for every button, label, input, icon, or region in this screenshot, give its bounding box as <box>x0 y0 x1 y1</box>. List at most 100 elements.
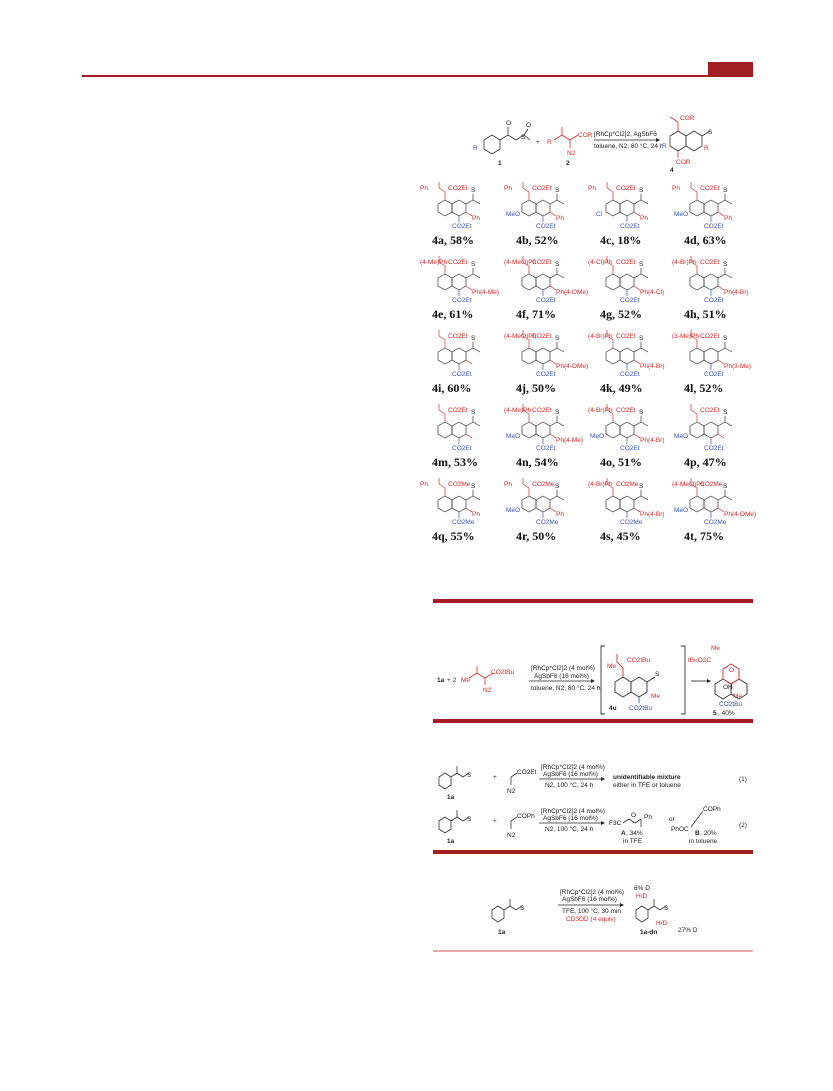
product-caption: 4k, 49% <box>600 381 643 395</box>
reagent-2-structure <box>553 127 579 148</box>
control-eq2-number: (2) <box>739 822 747 829</box>
scheme-4u-start: 1a <box>437 677 445 684</box>
control-eq1-reagent: CO2Et <box>517 769 537 776</box>
control-eq2-cond-2: AgSbF6 (16 mol%) <box>543 815 598 822</box>
deut-cond-2: AgSbF6 (16 mol%) <box>562 896 617 903</box>
control-eq2-cond-3: N2, 100 °C, 24 h <box>545 825 594 833</box>
product-caption: 4m, 53% <box>432 455 478 469</box>
product-aryl: Ph <box>556 511 564 518</box>
scheme-divider-3 <box>433 850 753 854</box>
product-caption: 4r, 50% <box>516 529 556 543</box>
product-caption: 4f, 71% <box>516 307 556 321</box>
product-s: S <box>471 335 476 342</box>
svg-text:S: S <box>520 905 525 912</box>
product-caption: 4h, 51% <box>684 307 727 321</box>
product-s: S <box>639 409 644 416</box>
product-aryl: Ph(4-OMe) <box>556 289 588 296</box>
product-ester-bottom: CO2Et <box>620 223 640 230</box>
product-4-label: 4 <box>670 167 674 174</box>
header-rule <box>82 75 753 77</box>
plus-sign: + <box>536 139 540 146</box>
product-ester: CO2Et <box>448 259 468 266</box>
control-eq2-prodB-phoc: PhOC <box>671 826 689 833</box>
product-sub-left: Ph <box>588 185 596 192</box>
control-eq2-prodA-ph: Ph <box>644 814 652 821</box>
product-s: S <box>723 335 728 342</box>
header-page-tab <box>708 62 753 76</box>
reagent-1-label: 1 <box>498 160 502 167</box>
product-caption: 4c, 18% <box>600 233 641 247</box>
control-eq1-cond-3: N2, 100 °C, 24 h <box>545 781 594 789</box>
scheme-4u-int-ester-top: CO2tBu <box>627 657 651 664</box>
product-aryl: Ph(4-OMe) <box>724 511 756 518</box>
svg-text:S: S <box>467 772 472 779</box>
product-caption: 4n, 54% <box>516 455 559 469</box>
control-eq2-prodB-yield: , 20% <box>700 830 717 837</box>
scheme-4u-int-label: 4u <box>609 705 617 712</box>
product-aryl: Ph(4-Me) <box>472 289 499 296</box>
reagent-2-label: 2 <box>566 160 570 167</box>
product-s: S <box>723 187 728 194</box>
product-cl: Cl <box>596 211 603 218</box>
scheme-4u-int-s: S <box>655 671 660 678</box>
product-aryl: Ph(4-Br) <box>640 437 665 444</box>
product-sub-left: (3-Me)Ph <box>672 333 699 340</box>
control-eq2-prodA-label: A <box>621 830 626 837</box>
scheme-4u-plus: + 2 <box>447 677 457 684</box>
scheme-4u-prod-ester2: CO2tBu <box>719 701 743 708</box>
product-ester: CO2Et <box>616 333 636 340</box>
product-meo: MeO <box>590 433 604 440</box>
product-meo: MeO <box>674 211 688 218</box>
scheme-4u-prod-oh: OH <box>723 684 733 691</box>
control-eq1-start: 1a <box>447 794 455 801</box>
product-ester: CO2Et <box>532 333 552 340</box>
main-conditions-bottom: toluene, N2, 80 °C, 24 h <box>594 142 664 150</box>
product-4-r1: R <box>662 143 667 150</box>
scheme-4u-prod-me: Me <box>711 645 720 652</box>
reagent-1-s: S <box>521 134 526 141</box>
deut-hd-2: H/D <box>656 920 668 927</box>
main-conditions-top: [RhCp*Cl2]2, AgSbF6 <box>594 131 657 138</box>
product-aryl: Ph <box>724 215 732 222</box>
deut-product: 1a-dn <box>640 929 657 936</box>
product-caption: 4p, 47% <box>684 455 727 469</box>
scheme-divider-4 <box>433 950 753 952</box>
scheme-4u-reagent-ester: CO2tBu <box>491 669 515 676</box>
reagent-1-structure <box>483 127 531 155</box>
deut-start: 1a <box>498 929 506 936</box>
product-s: S <box>555 187 560 194</box>
control-eq2-prodA-cf3: F3C <box>609 820 622 827</box>
product-caption: 4q, 55% <box>432 529 475 543</box>
scheme-divider-2 <box>433 719 753 723</box>
product-ester: CO2Et <box>616 407 636 414</box>
scheme-4u-cond-2: AgSbF6 (16 mol%) <box>534 673 589 680</box>
control-eq2-prodB-coph: COPh <box>703 806 721 813</box>
product-aryl: Ph <box>556 215 564 222</box>
product-ester: CO2Me <box>532 481 555 488</box>
product-sub-left: Ph <box>672 185 680 192</box>
product-ester: CO2Et <box>532 407 552 414</box>
scheme-4u-prod-o: O <box>729 667 734 674</box>
product-sub-left: Ph <box>504 481 512 488</box>
reagent-2-cor: COR <box>578 132 593 139</box>
product-ester-bottom: CO2Et <box>704 445 724 452</box>
scheme-4u-int-ester-bottom: CO2tBu <box>629 705 653 712</box>
product-ester: CO2Me <box>616 481 639 488</box>
product-sub-left: Ph <box>504 185 512 192</box>
product-s: S <box>723 483 728 490</box>
scheme-deuteration: S S 1a [RhCp*Cl2]2 (4 mol%) AgSbF6 (16 m… <box>491 885 698 936</box>
product-4-cor-bottom: COR <box>676 159 691 166</box>
product-ester-bottom: CO2Et <box>452 445 472 452</box>
product-s: S <box>639 335 644 342</box>
